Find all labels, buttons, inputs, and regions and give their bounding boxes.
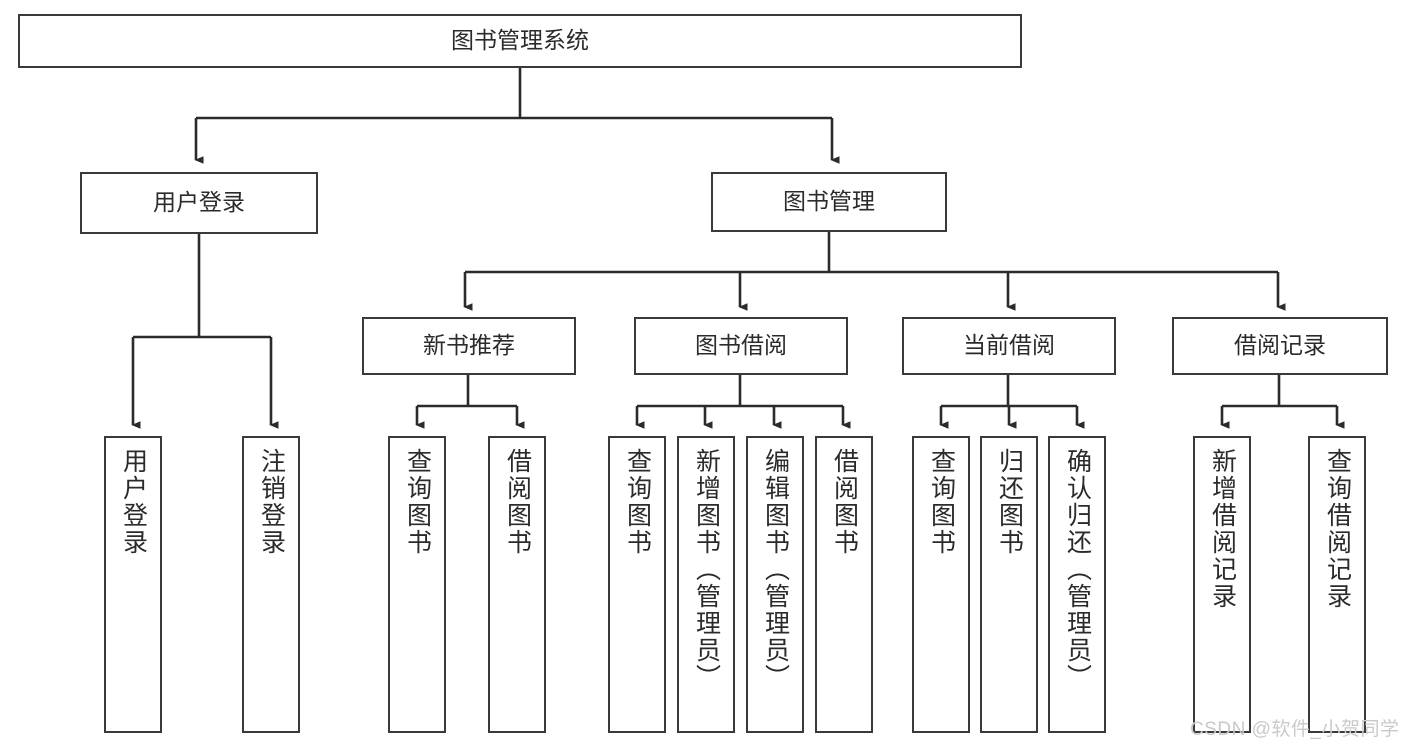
leaf-records-add-record[interactable]: 新增借阅记录: [1193, 436, 1251, 733]
leaf-borrow-query-book[interactable]: 查询图书: [608, 436, 666, 733]
node-current-borrow[interactable]: 当前借阅: [902, 317, 1116, 375]
leaf-new-book-query-label: 查询图书: [403, 448, 432, 556]
leaf-borrow-edit-book[interactable]: 编辑图书（管理员）: [746, 436, 804, 733]
leaf-current-query-book-label: 查询图书: [927, 448, 956, 556]
node-current-borrow-label: 当前借阅: [963, 332, 1055, 359]
leaf-current-query-book[interactable]: 查询图书: [912, 436, 970, 733]
node-new-book-recommend[interactable]: 新书推荐: [362, 317, 576, 375]
leaf-records-query-record-label: 查询借阅记录: [1323, 448, 1352, 610]
watermark: CSDN @软件_小贺同学: [1190, 719, 1400, 740]
node-book-management-label: 图书管理: [783, 188, 875, 215]
leaf-current-confirm-return[interactable]: 确认归还（管理员）: [1048, 436, 1106, 733]
leaf-new-book-query[interactable]: 查询图书: [388, 436, 446, 733]
leaf-current-return-book[interactable]: 归还图书: [980, 436, 1038, 733]
leaf-user-login-signin[interactable]: 用户登录: [104, 436, 162, 733]
leaf-borrow-borrow-book-label: 借阅图书: [830, 448, 859, 556]
leaf-current-confirm-return-label: 确认归还（管理员）: [1063, 448, 1092, 691]
node-borrow-records-label: 借阅记录: [1234, 332, 1326, 359]
node-book-borrow-label: 图书借阅: [695, 332, 787, 359]
leaf-new-book-borrow-label: 借阅图书: [503, 448, 532, 556]
node-root[interactable]: 图书管理系统: [18, 14, 1022, 68]
node-book-management[interactable]: 图书管理: [711, 172, 947, 232]
node-root-label: 图书管理系统: [451, 27, 589, 54]
leaf-records-add-record-label: 新增借阅记录: [1208, 448, 1237, 610]
leaf-borrow-borrow-book[interactable]: 借阅图书: [815, 436, 873, 733]
node-book-borrow[interactable]: 图书借阅: [634, 317, 848, 375]
leaf-borrow-add-book-label: 新增图书（管理员）: [692, 448, 721, 691]
leaf-new-book-borrow[interactable]: 借阅图书: [488, 436, 546, 733]
leaf-borrow-add-book[interactable]: 新增图书（管理员）: [677, 436, 735, 733]
leaf-user-login-signout-label: 注销登录: [257, 448, 286, 556]
leaf-records-query-record[interactable]: 查询借阅记录: [1308, 436, 1366, 733]
node-borrow-records[interactable]: 借阅记录: [1172, 317, 1388, 375]
leaf-current-return-book-label: 归还图书: [995, 448, 1024, 556]
leaf-user-login-signin-label: 用户登录: [119, 448, 148, 556]
node-new-book-recommend-label: 新书推荐: [423, 332, 515, 359]
leaf-user-login-signout[interactable]: 注销登录: [242, 436, 300, 733]
node-user-login[interactable]: 用户登录: [80, 172, 318, 234]
node-user-login-label: 用户登录: [153, 189, 245, 216]
leaf-borrow-edit-book-label: 编辑图书（管理员）: [761, 448, 790, 691]
leaf-borrow-query-book-label: 查询图书: [623, 448, 652, 556]
